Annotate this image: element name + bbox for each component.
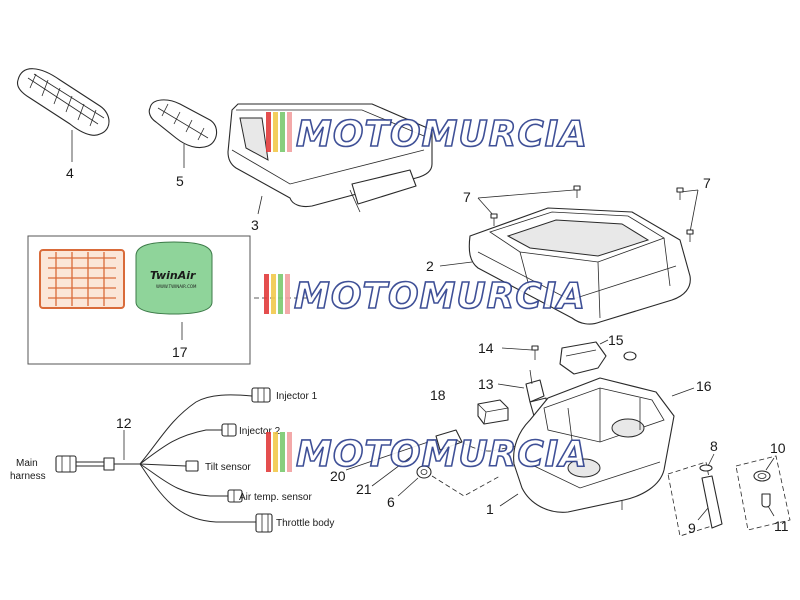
part-number-1: 1 xyxy=(486,501,494,517)
watermark-text: MOTOMURCIA xyxy=(294,276,586,317)
part-number-7-right: 7 xyxy=(703,175,711,191)
watermark-text: MOTOMURCIA xyxy=(296,434,588,475)
part-number-2: 2 xyxy=(426,258,434,274)
part-number-21: 21 xyxy=(356,481,372,497)
watermark-bottom: MOTOMURCIA xyxy=(266,432,588,476)
part-number-5: 5 xyxy=(176,173,184,189)
air-temp-connector-icon xyxy=(227,489,243,503)
part-6-grommet: 6 xyxy=(387,465,501,510)
part-14-screw: 14 xyxy=(478,340,539,360)
part-16-lower-airbox: 16 1 xyxy=(486,377,712,517)
part-18-filter-pad: 18 xyxy=(430,387,509,425)
part-number-13: 13 xyxy=(478,376,494,392)
injector-1-connector-icon xyxy=(251,387,271,403)
part-5-small-grille: 5 xyxy=(148,99,218,189)
watermark-top: MOTOMURCIA xyxy=(266,112,588,156)
watermark-text: MOTOMURCIA xyxy=(296,114,588,155)
watermark-stripes-icon xyxy=(264,274,290,314)
watermark-middle: MOTOMURCIA xyxy=(264,274,586,318)
part-number-4: 4 xyxy=(66,165,74,181)
part-13-pressure-sensor: 13 xyxy=(478,369,549,417)
filter-brand-url: WWW.TWINAIR.COM xyxy=(156,284,197,289)
part-7-screws: 7 7 xyxy=(463,175,711,276)
main-harness-connector-icon xyxy=(55,455,77,473)
part-number-11: 11 xyxy=(774,518,789,534)
part-number-14: 14 xyxy=(478,340,494,356)
part-number-8: 8 xyxy=(710,438,718,454)
filter-brand-name: TwinAir xyxy=(150,269,196,282)
filter-cage-icon xyxy=(39,249,125,309)
part-number-20: 20 xyxy=(330,468,346,484)
part-number-16: 16 xyxy=(696,378,712,394)
part-12-wiring-harness: 12 Main harness Injector 1 Injector 2 Ti… xyxy=(10,387,334,533)
label-main-harness-line2: harness xyxy=(10,471,46,482)
part-17-filter-kit: TwinAir WWW.TWINAIR.COM 17 xyxy=(27,235,318,365)
part-2-airbox-body: 2 xyxy=(426,207,691,325)
part-20-21-fittings: 20 21 xyxy=(330,429,517,497)
part-number-10: 10 xyxy=(770,440,786,456)
part-number-7-left: 7 xyxy=(463,189,471,205)
tilt-sensor-connector-icon xyxy=(185,460,199,472)
part-10-11-clamp: 10 11 xyxy=(735,440,791,534)
foam-filter-icon: TwinAir WWW.TWINAIR.COM xyxy=(135,241,213,315)
part-15-sensor-bracket: 15 xyxy=(559,332,637,375)
part-number-17: 17 xyxy=(172,344,188,360)
label-injector-1: Injector 1 xyxy=(276,391,318,402)
label-throttle-body: Throttle body xyxy=(276,518,334,529)
throttle-body-connector-icon xyxy=(255,513,273,533)
part-3-airbox-cover: 3 xyxy=(227,103,433,233)
harness-grommet-icon xyxy=(103,457,115,471)
part-number-15: 15 xyxy=(608,332,624,348)
label-main-harness-line1: Main xyxy=(16,458,38,469)
label-air-temp-sensor: Air temp. sensor xyxy=(239,492,312,503)
part-number-18: 18 xyxy=(430,387,446,403)
part-4-intake-grille: 4 xyxy=(16,68,110,181)
part-number-12: 12 xyxy=(116,415,132,431)
label-tilt-sensor: Tilt sensor xyxy=(205,462,251,473)
part-8-9-drain-hose: 8 9 xyxy=(667,438,723,537)
part-number-3: 3 xyxy=(251,217,259,233)
injector-2-connector-icon xyxy=(221,423,237,437)
label-injector-2: Injector 2 xyxy=(239,426,281,437)
part-number-9: 9 xyxy=(688,520,696,536)
watermark-stripes-icon xyxy=(266,432,292,472)
part-number-6: 6 xyxy=(387,494,395,510)
watermark-stripes-icon xyxy=(266,112,292,152)
